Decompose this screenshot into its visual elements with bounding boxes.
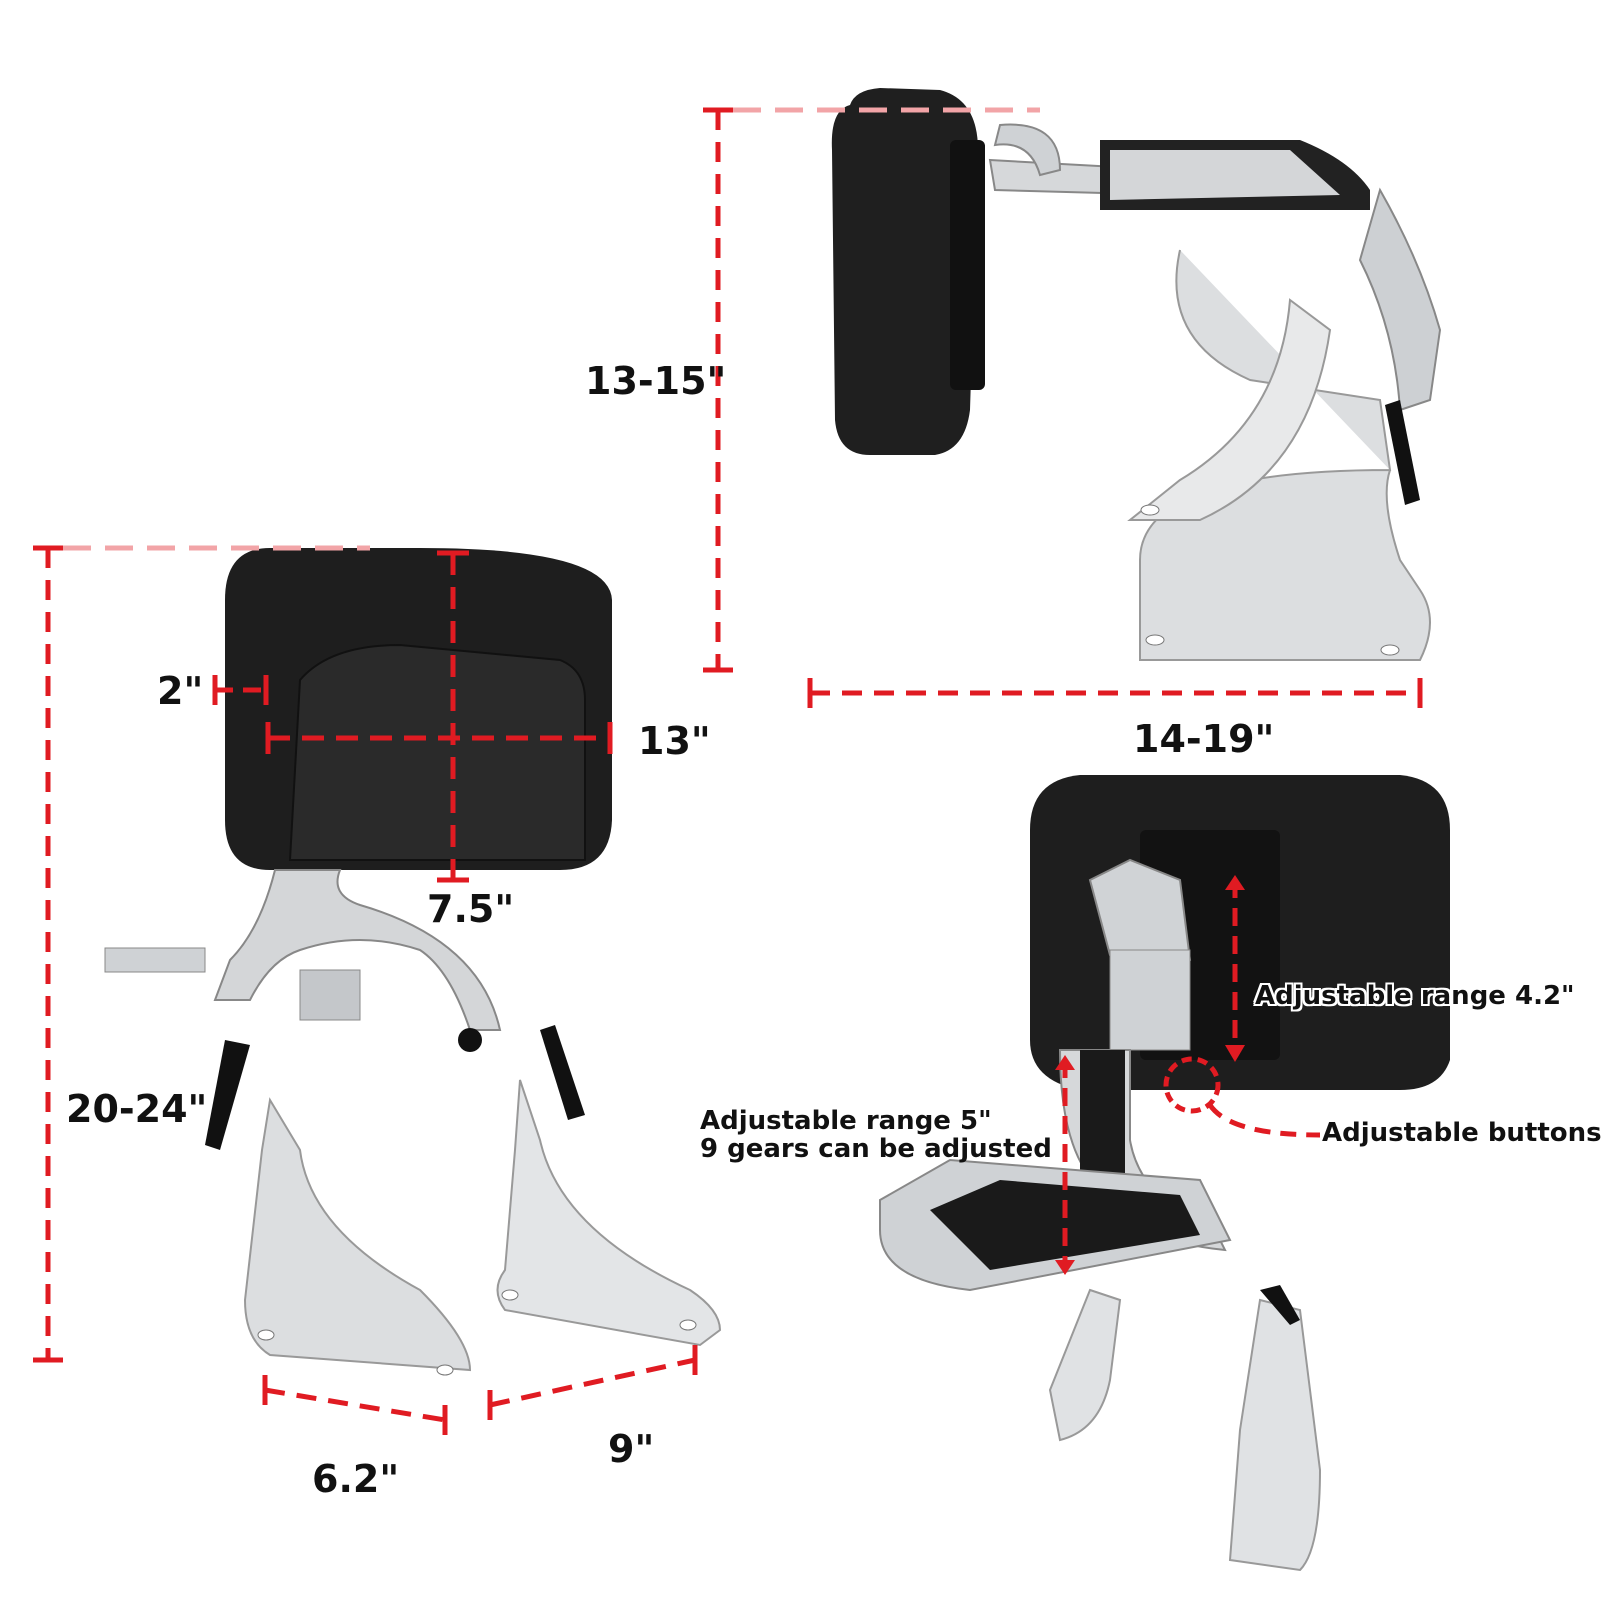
- front-view-product: [104, 548, 722, 1376]
- label-side-height: 13-15": [585, 359, 727, 403]
- side-view-product: [831, 88, 1442, 661]
- callout-buttons: Adjustable buttons: [1322, 1118, 1601, 1148]
- dimension-plates: [262, 1345, 698, 1435]
- label-total-height: 20-24": [66, 1087, 208, 1131]
- label-pad-height: 7.5": [427, 887, 515, 931]
- callout-gears: 9 gears can be adjusted: [700, 1134, 1052, 1164]
- dimension-pad-lines: [212, 550, 613, 883]
- label-side-length: 14-19": [1133, 717, 1275, 761]
- callout-upright-range: Adjustable range 5": [700, 1106, 992, 1136]
- callout-lines-rear: [1055, 875, 1321, 1275]
- rear-view-product: [879, 775, 1450, 1572]
- label-plate-width: 6.2": [312, 1457, 400, 1501]
- dimension-length-side: [807, 678, 1423, 708]
- dimension-height-side: [703, 107, 1040, 673]
- label-plate-spread: 9": [608, 1427, 655, 1471]
- label-pad-thickness: 2": [157, 669, 204, 713]
- label-pad-width: 13": [638, 719, 711, 763]
- dimension-total-height: [33, 545, 370, 1363]
- callout-pad-range: Adjustable range 4.2": [1255, 981, 1575, 1011]
